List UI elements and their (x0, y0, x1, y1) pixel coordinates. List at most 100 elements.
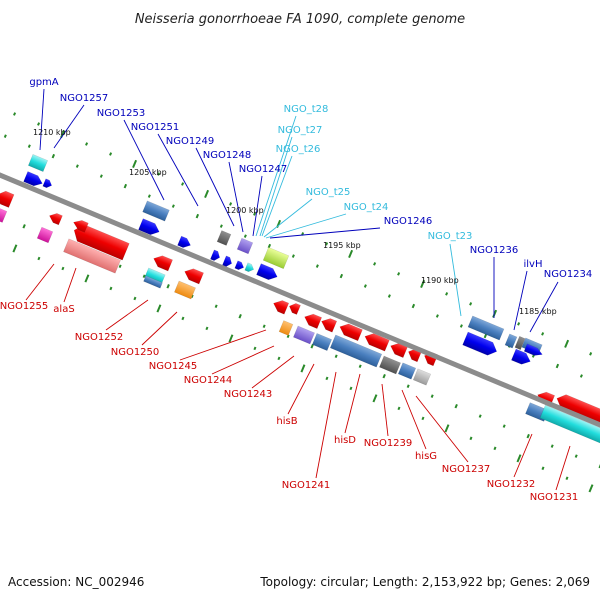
track-dot (459, 324, 463, 328)
track-dot (181, 182, 185, 186)
track-dot (61, 266, 65, 271)
tick-label-1210-kbp: 1210 kbp (33, 128, 71, 137)
gene-glyph (73, 220, 89, 233)
track-dot (478, 414, 482, 418)
track-dot (99, 174, 103, 178)
gene-glyph (523, 343, 543, 356)
track-dot (147, 194, 151, 198)
gene-label-ngo1231: NGO1231 (530, 492, 579, 503)
gene-glyph (42, 178, 53, 188)
gene-glyph (462, 331, 498, 356)
track-dot (373, 262, 377, 266)
gene-label-ngo1249: NGO1249 (166, 136, 215, 147)
gene-glyph (73, 224, 130, 261)
track-dot (286, 334, 290, 339)
leader-line (251, 355, 295, 389)
gene-label-ilvh: ilvH (524, 259, 543, 270)
track-dot (291, 254, 295, 258)
leader-line (261, 155, 293, 237)
track-dot (483, 333, 488, 339)
track-dot (325, 376, 329, 381)
gene-glyph (142, 200, 170, 222)
gene-label-ngo-t23: NGO_t23 (428, 231, 473, 242)
gene-glyph (397, 362, 417, 380)
gene-glyph (177, 235, 191, 248)
track-dot (541, 332, 545, 336)
track-dot (574, 454, 578, 458)
backbone-dots (0, 112, 600, 493)
gene-label-ngo-t26: NGO_t26 (276, 144, 321, 155)
label-leader-lines (25, 88, 571, 491)
track-dot (555, 363, 560, 369)
track-dot (411, 303, 416, 309)
gene-label-ngo1247: NGO1247 (239, 164, 288, 175)
gene-glyph (236, 237, 254, 255)
leader-line (195, 147, 235, 227)
gene-glyph (210, 249, 220, 261)
track-dot (564, 339, 570, 348)
track-dot (37, 256, 41, 261)
gene-glyph (153, 255, 173, 272)
genome-backbone (0, 120, 600, 480)
track-dot (516, 454, 522, 463)
track-dot (123, 183, 128, 189)
gene-glyph (222, 255, 232, 267)
track-dot (493, 446, 497, 451)
leader-line (211, 345, 275, 375)
track-dot (363, 284, 367, 288)
track-dot (502, 424, 506, 428)
track-dot (579, 374, 583, 378)
track-dot (195, 213, 200, 219)
track-dot (372, 394, 378, 403)
leader-line (315, 371, 337, 479)
gene-glyph (278, 320, 294, 336)
gene-label-hisg: hisG (415, 451, 437, 462)
track-dot (445, 292, 449, 296)
gene-glyph (467, 315, 505, 341)
gene-glyph (49, 213, 63, 226)
gene-glyph (256, 263, 278, 280)
track-dot (60, 129, 66, 139)
leader-line (529, 281, 559, 333)
gene-glyph (63, 238, 121, 274)
track-dot (334, 354, 338, 358)
track-dot (27, 144, 31, 148)
gene-label-ngo1245: NGO1245 (149, 361, 198, 372)
leader-line (401, 389, 427, 450)
feature-glyphs (0, 154, 600, 446)
track-dot (430, 394, 434, 398)
gene-glyph (36, 226, 54, 244)
track-dot (219, 224, 223, 228)
track-dot (214, 304, 218, 309)
track-dot (205, 326, 209, 331)
track-dot (253, 212, 257, 216)
gene-label-ngo1252: NGO1252 (75, 332, 124, 343)
gene-glyph (304, 313, 323, 329)
track-dot (156, 304, 162, 313)
track-dot (358, 364, 362, 368)
track-dot (325, 242, 329, 246)
track-dot (454, 403, 458, 409)
track-dot (492, 309, 498, 318)
track-dot (243, 234, 247, 238)
track-dot (315, 264, 319, 268)
track-dot (469, 302, 473, 306)
track-dot (435, 314, 439, 318)
track-dot (387, 294, 391, 298)
track-dot (588, 484, 594, 493)
leader-line (63, 267, 77, 303)
leader-line (415, 395, 469, 463)
leader-line (263, 198, 313, 238)
leader-line (513, 433, 533, 478)
gene-label-ngo-t24: NGO_t24 (344, 202, 389, 213)
track-dot (118, 264, 122, 269)
gene-label-ngo1248: NGO1248 (203, 150, 252, 161)
leader-line (252, 175, 263, 237)
map-title: Neisseria gonorrhoeae FA 1090, complete … (135, 12, 465, 27)
gene-label-ngo1251: NGO1251 (131, 122, 180, 133)
track-dot (598, 463, 600, 469)
gene-glyph (23, 171, 43, 187)
gene-glyph (339, 323, 363, 342)
gene-glyph (0, 207, 8, 223)
track-dot (3, 134, 7, 138)
